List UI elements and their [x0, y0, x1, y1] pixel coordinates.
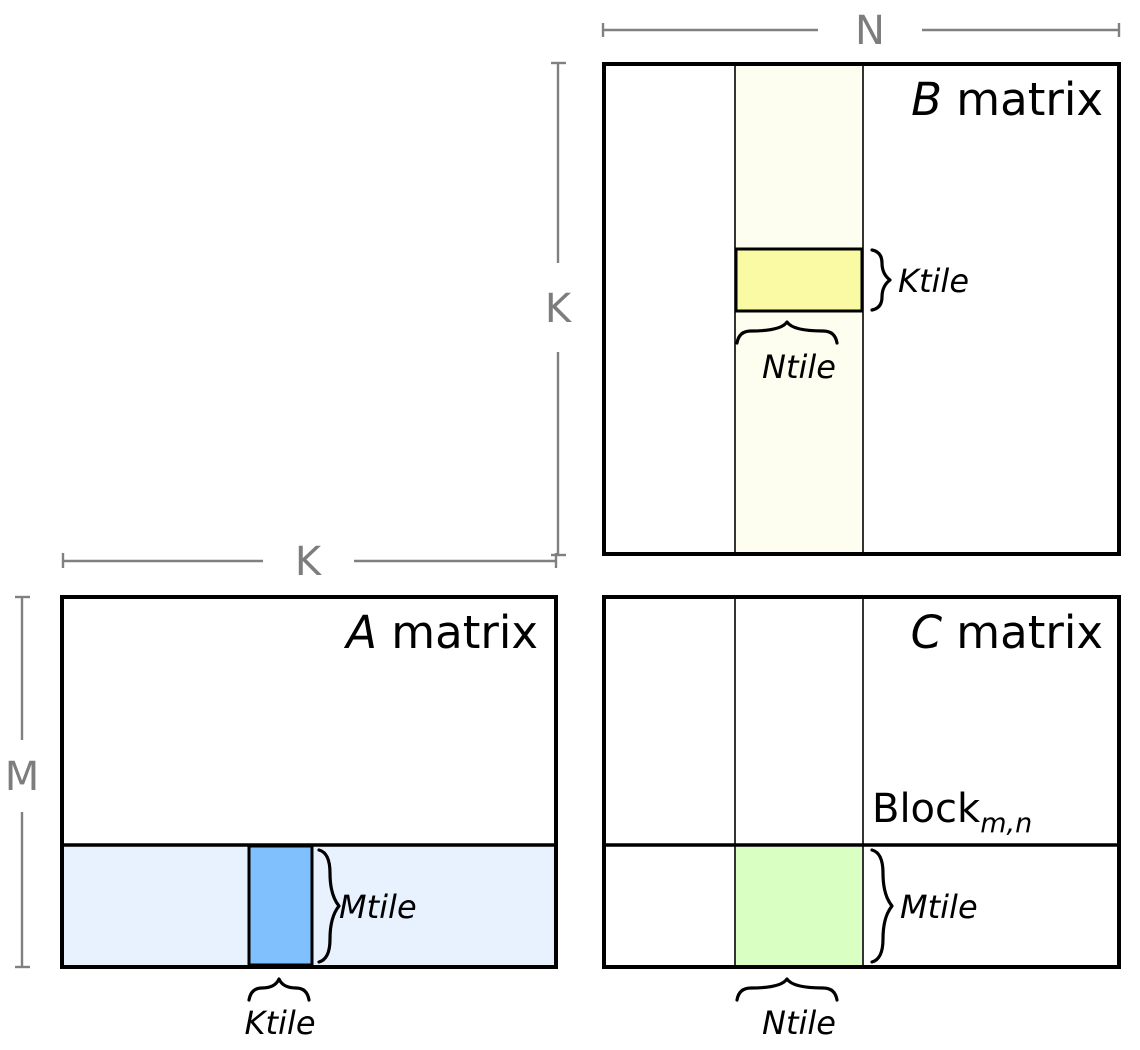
- matrix-a-ktile-brace: [247, 977, 311, 1002]
- matrix-c-block-label-main: Block: [872, 786, 981, 832]
- matrix-a-mtile-brace: [317, 848, 341, 964]
- matrix-b: B matrix Ktile Ntile: [602, 62, 1121, 556]
- matrix-c-ntile-brace: [735, 977, 839, 1002]
- matrix-c-ntile-label: Ntile: [762, 1004, 836, 1042]
- matrix-c-block-label: Blockm,n: [872, 786, 1032, 839]
- matrix-b-label-italic: B: [911, 73, 942, 126]
- matrix-a-label: A matrix: [343, 606, 538, 659]
- matrix-b-label-rest: matrix: [942, 73, 1103, 126]
- dimension-k-vertical-label: K: [545, 286, 573, 332]
- dimension-k-horizontal: K: [61, 539, 558, 585]
- matrix-b-ntile-brace: [735, 320, 839, 345]
- matrix-a-tile: [247, 844, 314, 967]
- matrix-a: A matrix Mtile Ktile: [60, 595, 558, 1042]
- matrix-b-ktile-label: Ktile: [898, 262, 969, 300]
- dimension-k-vertical: K: [545, 61, 573, 557]
- matrix-b-label: B matrix: [911, 73, 1103, 126]
- matrix-c-label: C matrix: [911, 606, 1103, 659]
- matrix-c-block-label-subscript: m,n: [980, 808, 1032, 839]
- matrix-c-mtile-brace: [870, 848, 894, 964]
- dimension-m: M: [5, 595, 40, 969]
- matrix-a-mtile-label: Mtile: [339, 888, 417, 926]
- dimension-n-label: N: [855, 8, 885, 54]
- matrix-b-ktile-brace: [870, 248, 892, 312]
- matrix-c: C matrix Blockm,n Mtile Ntile: [602, 595, 1121, 1042]
- matrix-a-ktile-label: Ktile: [245, 1004, 316, 1042]
- dimension-n: N: [601, 8, 1121, 54]
- matrix-b-tile: [734, 247, 864, 313]
- matrix-c-mtile-label: Mtile: [900, 888, 978, 926]
- matrix-c-label-italic: C: [911, 606, 943, 659]
- matrix-a-label-italic: A: [343, 606, 377, 659]
- matrix-c-tile: [736, 847, 862, 965]
- matrix-b-ntile-label: Ntile: [762, 348, 836, 386]
- dimension-k-horizontal-label: K: [295, 539, 323, 585]
- dimension-m-label: M: [5, 754, 40, 800]
- matrix-a-label-rest: matrix: [377, 606, 538, 659]
- matrix-c-label-rest: matrix: [942, 606, 1103, 659]
